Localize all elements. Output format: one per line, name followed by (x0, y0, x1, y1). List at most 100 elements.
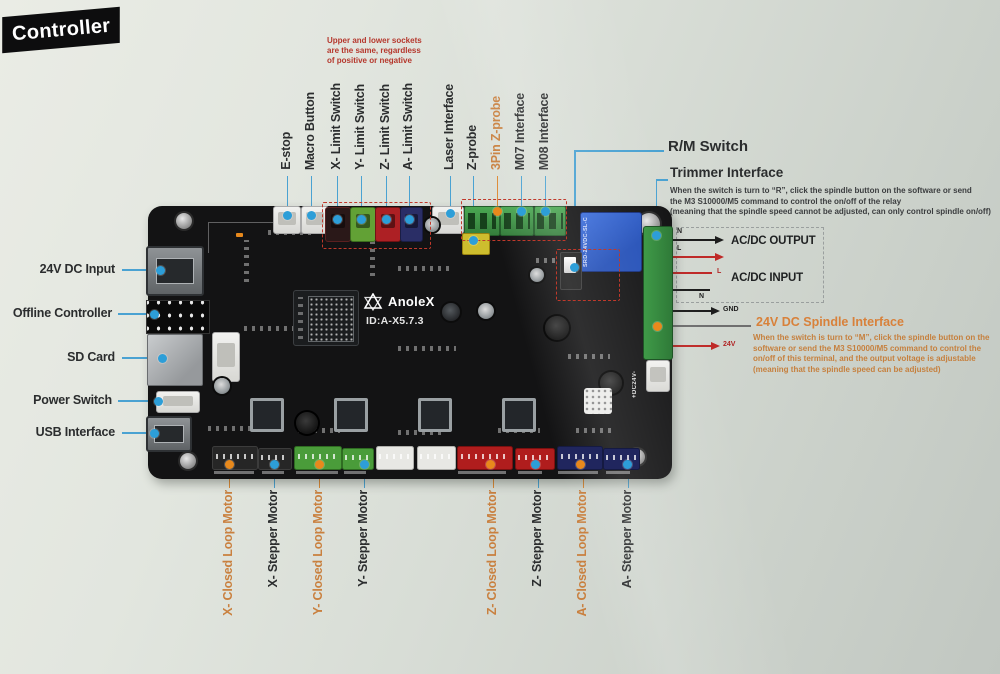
leader-line (286, 176, 288, 211)
aux-white-connector (417, 446, 456, 470)
spindle-pwm-connector (646, 360, 670, 392)
leader-line (408, 176, 410, 215)
label-rm-switch: R/M Switch (668, 138, 749, 155)
pointer-dot-usb (149, 428, 159, 438)
label-z-closed-loop: Z- Closed Loop Motor (485, 490, 499, 616)
driver-chip (418, 398, 452, 432)
brand-text: AnoleX (388, 294, 435, 309)
silkscreen-label (518, 471, 542, 474)
pin-label-gnd: GND (723, 306, 739, 313)
pointer-dot-rm-switch (570, 262, 579, 272)
pointer-dot-spindle (652, 321, 662, 331)
label-trimmer-interface: Trimmer Interface (670, 165, 784, 180)
trimmer-desc-line: (meaning that the spindle speed cannot b… (670, 207, 991, 216)
silkscreen-label (458, 471, 506, 474)
label-x-stepper: X- Stepper Motor (266, 490, 280, 588)
label-z-probe: Z-probe (465, 124, 479, 170)
smd-components (298, 428, 340, 433)
pointer-dot-trimmer (651, 230, 661, 240)
spindle-desc-line: (meaning that the spindle speed can be a… (753, 364, 941, 374)
pointer-dot-laser (445, 208, 455, 218)
label-m08-interface: M08 Interface (537, 92, 551, 170)
pointer-dot-offline (149, 309, 159, 319)
anolex-logo-icon (363, 293, 383, 311)
pointer-dot-a-stepper (622, 459, 632, 469)
acdc-dashed-box (676, 227, 824, 303)
label-x-limit: X- Limit Switch (329, 83, 343, 170)
pin-label-n-out: N (677, 228, 683, 235)
spindle-desc-line: When the switch is turn to “M”, click th… (753, 333, 990, 342)
label-y-stepper: Y- Stepper Motor (356, 490, 370, 587)
smd-components (398, 266, 454, 271)
leader-line (336, 176, 338, 215)
driver-chip (502, 398, 536, 432)
silkscreen-label (262, 471, 284, 474)
spindle-description: When the switch is turn to “M”, click th… (753, 333, 989, 375)
pin-label-24v: 24V (723, 341, 736, 348)
leader-line (118, 313, 152, 315)
trimmer-description: When the switch is turn to “R”, click th… (670, 186, 991, 218)
leader-line (492, 471, 494, 488)
pointer-dot-y-closed-loop (314, 459, 324, 469)
inductor (545, 316, 569, 340)
wifi-module (293, 290, 359, 346)
label-acdc-output: AC/DC OUTPUT (731, 235, 816, 247)
aux-white-connector (376, 446, 414, 470)
leader-line (656, 179, 668, 181)
module-shield (308, 296, 354, 342)
pointer-dot-x-closed-loop (224, 459, 234, 469)
sd-card-slot (147, 334, 203, 386)
z-closed-loop-connector (457, 446, 513, 470)
silkscreen-label (558, 471, 598, 474)
arrow-24v (672, 341, 720, 350)
label-y-closed-loop: Y- Closed Loop Motor (311, 490, 325, 616)
power-switch-connector (156, 391, 200, 413)
inductor (296, 412, 318, 434)
capacitor (425, 218, 439, 232)
leader-line (122, 269, 158, 271)
leader-line (663, 325, 751, 327)
leader-line (122, 432, 152, 434)
driver-chip (250, 398, 284, 432)
note-line: are the same, regardless (327, 46, 421, 55)
leader-line (537, 471, 539, 488)
label-estop: E-stop (279, 132, 293, 170)
label-a-closed-loop: A- Closed Loop Motor (575, 490, 589, 617)
label-z-stepper: Z- Stepper Motor (530, 490, 544, 587)
pointer-dot-m07 (516, 206, 526, 216)
relay: SRD-24VDC-SL-C (580, 212, 642, 272)
pin-label-l-in: L (717, 268, 722, 275)
leader-line (582, 471, 584, 488)
dc24v-silkscreen: +DC24V- (632, 370, 638, 398)
arrow-gnd (672, 306, 720, 315)
label-z-limit: Z- Limit Switch (378, 84, 392, 170)
pointer-dot-z-stepper (530, 459, 540, 469)
pointer-dot-sd (157, 353, 167, 363)
pointer-dot-a-limit (404, 214, 414, 224)
leader-line (627, 471, 629, 488)
leader-line (228, 471, 230, 488)
arrow-n-out (672, 235, 724, 244)
pointer-dot-x-limit (332, 214, 342, 224)
mounting-screw (176, 213, 192, 229)
leader-line (273, 471, 275, 488)
pointer-dot-3pin-z-probe (492, 206, 502, 216)
macro-button-connector (301, 206, 329, 234)
leader-line (520, 176, 522, 208)
label-spindle-interface: 24V DC Spindle Interface (756, 315, 904, 329)
smd-components (244, 240, 249, 282)
label-m07-interface: M07 Interface (513, 92, 527, 170)
silkscreen-label (606, 471, 630, 474)
a-closed-loop-connector (557, 446, 603, 470)
pointer-dot-z-probe (468, 235, 478, 245)
pointer-dot-z-closed-loop (485, 459, 495, 469)
smd-components (398, 346, 456, 351)
socket-polarity-note: Upper and lower sockets are the same, re… (327, 36, 422, 66)
silkscreen-label (344, 471, 366, 474)
pointer-dot-macro (306, 210, 316, 220)
leader-line (496, 176, 498, 208)
label-power-switch: Power Switch (33, 393, 112, 407)
aux-connector (212, 332, 240, 382)
capacitor (442, 303, 460, 321)
leader-line (385, 176, 387, 215)
